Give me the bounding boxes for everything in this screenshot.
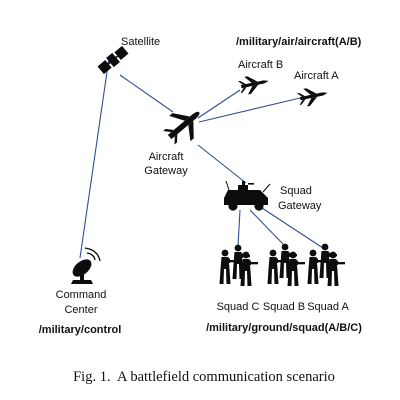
aircraft-gateway-label-line2: Gateway — [144, 165, 188, 177]
squad-c-label: Squad C — [217, 301, 260, 313]
link-gateway-squad — [197, 144, 247, 184]
satellite-dish-icon — [71, 247, 101, 284]
aircraft-a-label: Aircraft A — [294, 70, 339, 82]
link-gateway-aircraft-b — [197, 89, 241, 119]
satellite-label: Satellite — [121, 36, 160, 48]
squad-b-soldiers — [267, 243, 305, 286]
soldier-icon — [327, 251, 345, 286]
command-center-label-line1: Command — [56, 289, 107, 301]
link-satellite-command — [79, 57, 110, 259]
aircraft-b-label: Aircraft B — [238, 59, 283, 71]
squad-a-soldiers — [307, 243, 345, 286]
fighter-jet-icon — [237, 72, 271, 96]
link-satellite-gateway — [119, 74, 174, 113]
squad-b-label: Squad B — [263, 301, 305, 313]
satellite-icon — [97, 45, 129, 75]
squad-gateway-label-line2: Gateway — [278, 200, 322, 212]
link-squad-c — [237, 209, 241, 247]
fighter-jet-icon — [296, 84, 330, 108]
topic-control: /military/control — [39, 324, 122, 336]
link-squad-a — [261, 207, 327, 251]
soldier-icon — [287, 251, 305, 286]
squad-a-label: Squad A — [307, 301, 349, 313]
topic-air: /military/air/aircraft(A/B) — [236, 36, 362, 48]
command-center-label-line2: Center — [64, 304, 97, 316]
links — [79, 57, 327, 259]
squad-c-soldiers — [219, 244, 258, 286]
link-squad-b — [249, 209, 284, 245]
aircraft-gateway-label-line1: Aircraft — [149, 151, 184, 163]
link-gateway-aircraft-a — [198, 97, 301, 123]
figure-caption: Fig. 1. A battlefield communication scen… — [73, 369, 335, 385]
topic-ground: /military/ground/squad(A/B/C) — [206, 322, 362, 334]
squad-gateway-label-line1: Squad — [280, 185, 312, 197]
military-vehicle-icon — [224, 180, 271, 211]
airplane-icon — [163, 111, 200, 145]
